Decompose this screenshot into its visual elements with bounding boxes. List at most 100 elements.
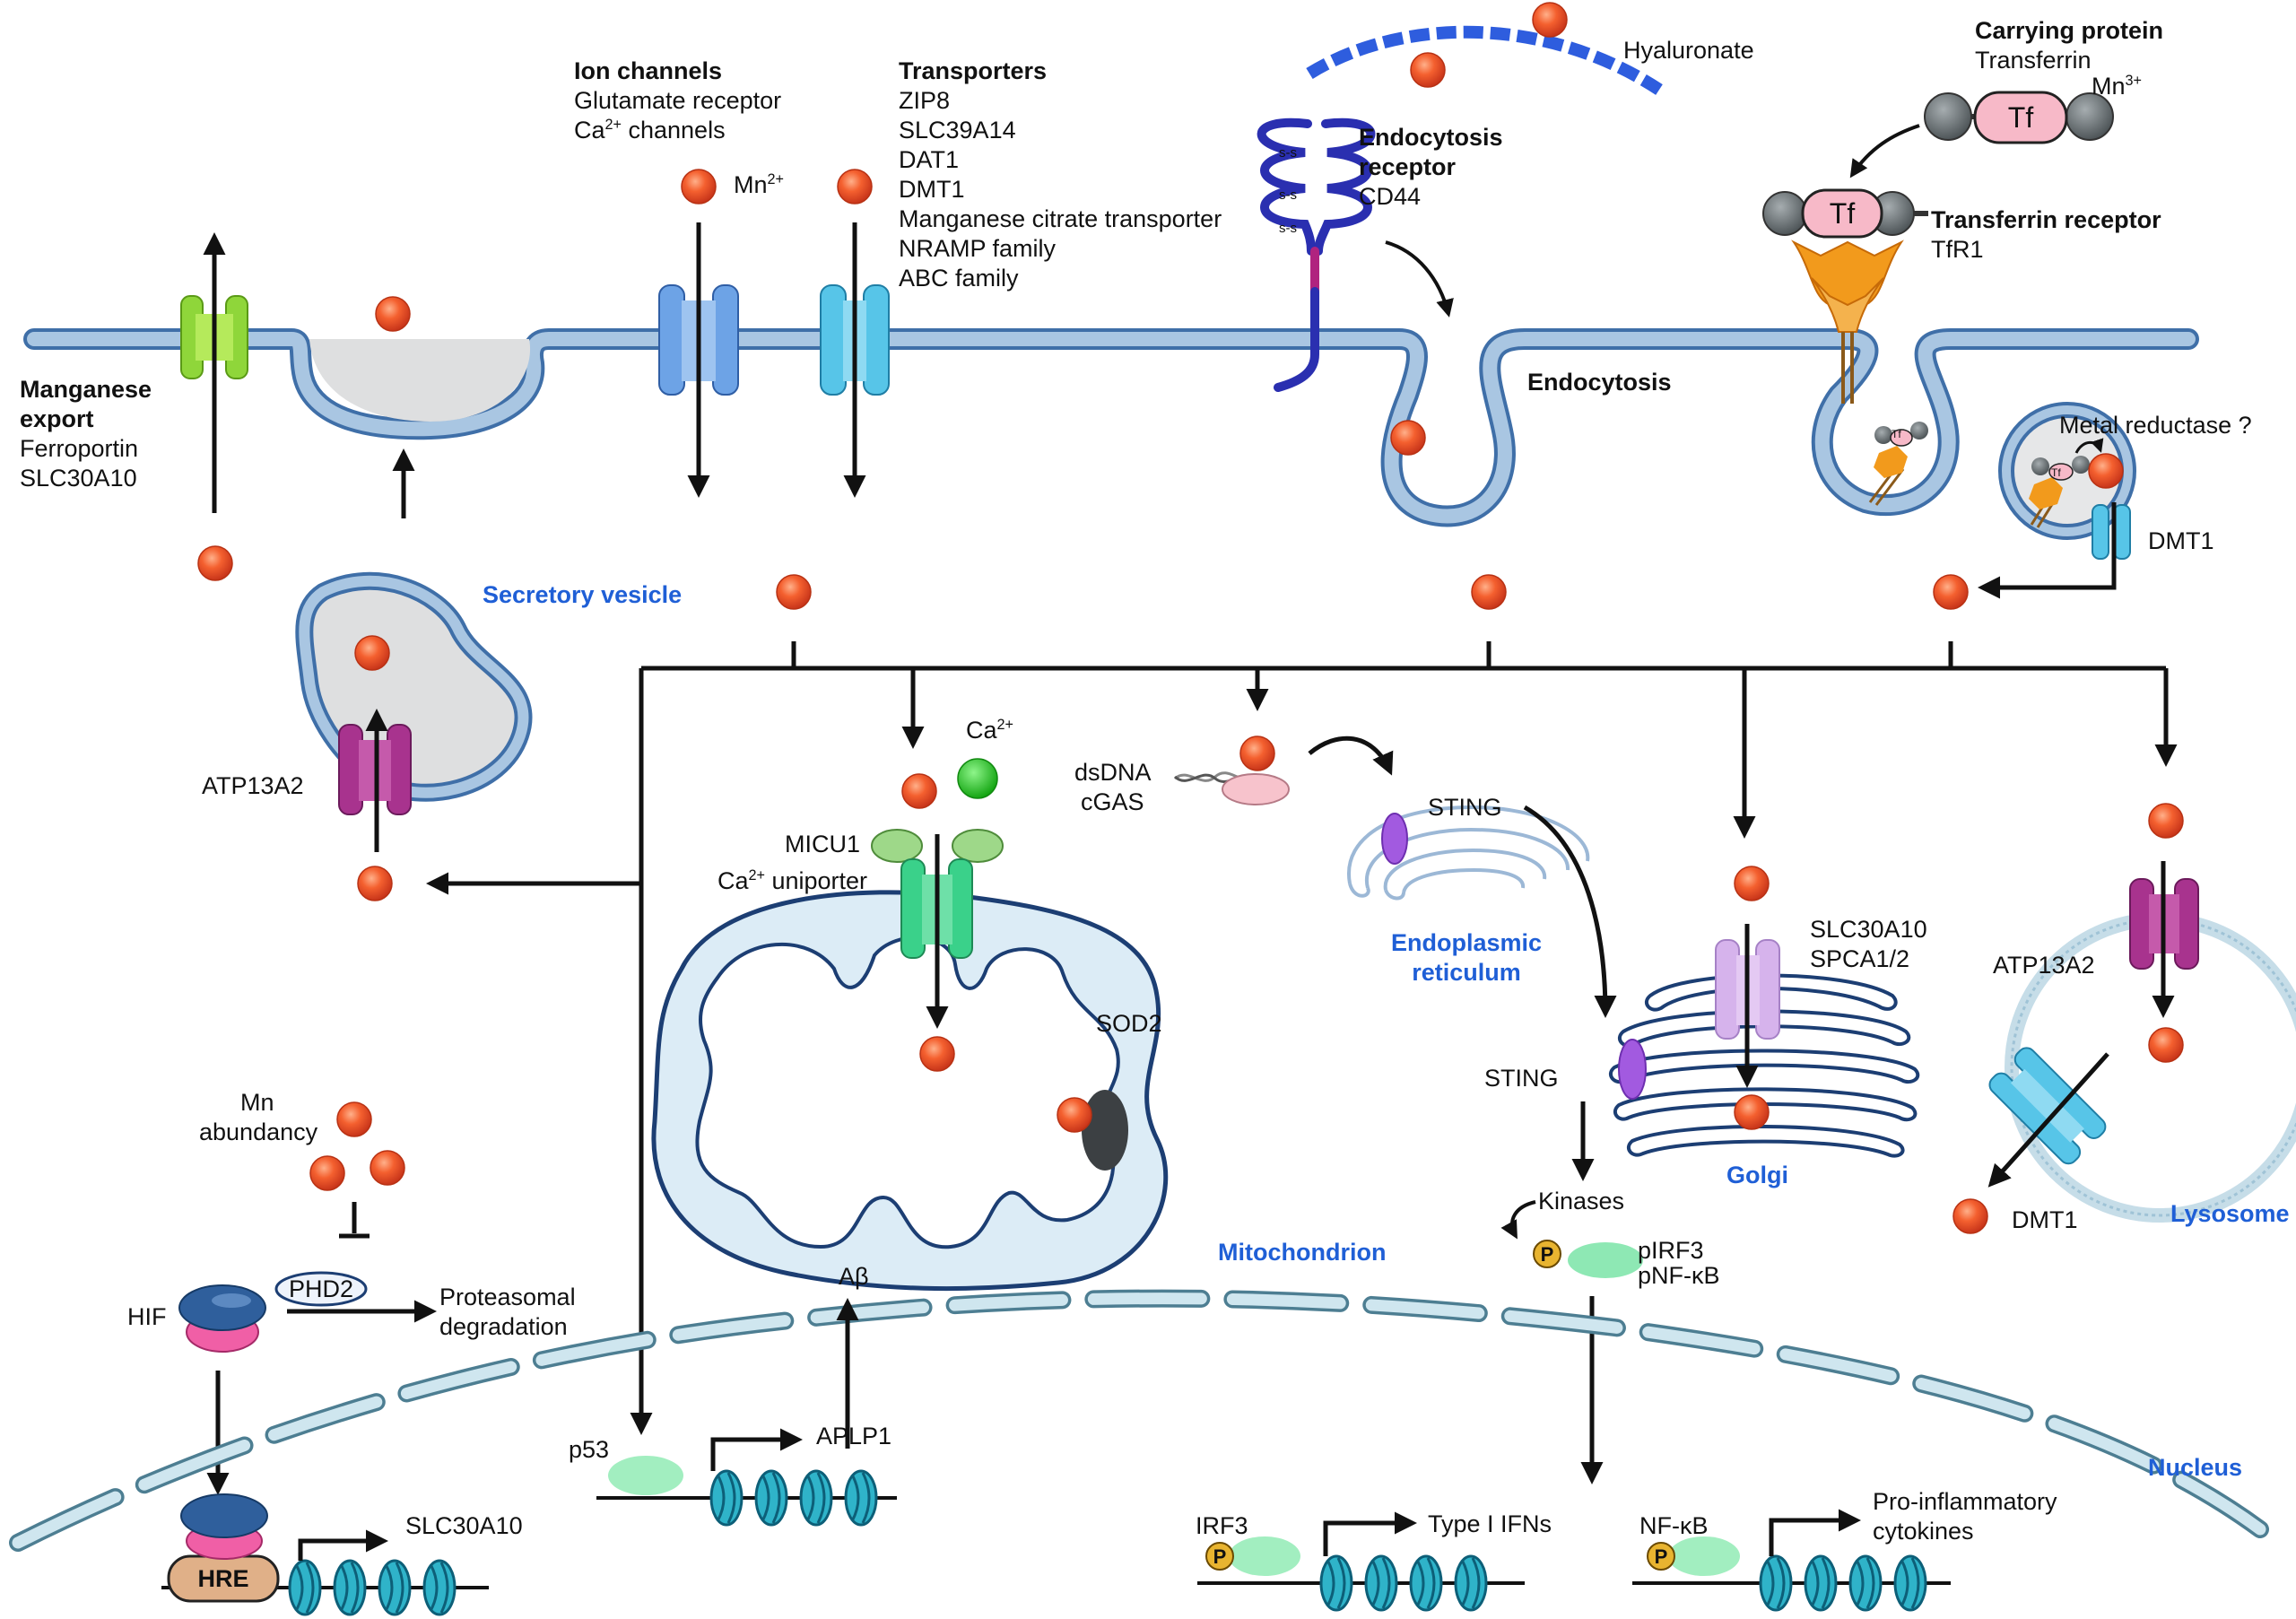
gene-slc30a10 [161, 1493, 489, 1616]
endocytic-transferrin [1868, 422, 1928, 506]
endosome [1998, 402, 2136, 540]
gene-type1-ifns [1197, 1511, 1525, 1612]
atp13a2-lysosome-label: ATP13A2 [1993, 952, 2095, 979]
hre-label: HRE [197, 1565, 249, 1592]
dsdna-cgas [1173, 771, 1290, 805]
mn-ion [336, 1101, 372, 1137]
aplp1-label: APLP1 [816, 1423, 892, 1449]
cd44-endocytosis-arrow [1385, 240, 1454, 318]
mn-ion [1057, 1097, 1092, 1133]
dsdna-label: dsDNA [1074, 759, 1152, 786]
mn-ion [1471, 574, 1507, 610]
ion-channels-glutamate: Glutamate receptor [574, 87, 782, 114]
proinflammatory-label-1: Pro-inflammatory [1873, 1488, 2057, 1515]
ferroportin-label: Ferroportin [20, 435, 139, 462]
hyaluronate-label: Hyaluronate [1623, 37, 1754, 64]
ca2-ion-label: Ca2+ [966, 717, 1013, 744]
mn2-label: Mn2+ [734, 171, 784, 198]
disulfide-bond-label: s-s [1279, 145, 1297, 161]
endocytosis-receptor-label-2: receptor [1359, 153, 1457, 180]
sting-translocation-arrow [1523, 805, 1617, 1018]
lysosome-export-arrow [1987, 1052, 2109, 1188]
sting-golgi-protein [1618, 1039, 1647, 1100]
golgi-label: Golgi [1726, 1162, 1788, 1188]
disulfide-bond-label: s-s [1279, 221, 1297, 236]
transferrin-receptor-label: Transferrin receptor [1931, 206, 2161, 233]
phd2-label: PHD2 [288, 1275, 354, 1302]
atp13a2-vesicle-label: ATP13A2 [202, 772, 304, 799]
mn-ion [197, 545, 233, 581]
cd44-receptor [1257, 118, 1376, 392]
tf-label: Tf [2007, 101, 2034, 134]
transporters-title: Transporters [899, 57, 1048, 84]
sting-er-label: STING [1428, 794, 1502, 821]
transferrin-complex [1924, 91, 2114, 144]
mn-ion [681, 169, 717, 205]
tf-endosome-label: Tf [2051, 466, 2061, 479]
mn-ion [357, 866, 393, 901]
pnfkb-label: pNF-κB [1638, 1262, 1720, 1289]
mn-ion [375, 296, 411, 332]
sting-er-protein [1381, 813, 1408, 865]
manganese-export-label-1: Manganese [20, 376, 152, 403]
mn3-label: Mn3+ [2092, 73, 2142, 100]
mn-ion [370, 1150, 405, 1186]
mn-ion [2088, 453, 2124, 489]
mitochondrion-label: Mitochondrion [1218, 1239, 1387, 1266]
phd2-enzyme [274, 1271, 368, 1307]
transporter-item: Manganese citrate transporter [899, 205, 1222, 232]
dmt1-release-arrow [1978, 502, 2117, 599]
pirf3-protein [1568, 1242, 1643, 1278]
transporter-item: ABC family [899, 265, 1019, 292]
hyaluronate-chain [1306, 25, 1663, 95]
mn-ion [1410, 52, 1446, 88]
mn-ion [1952, 1198, 1988, 1234]
distribution-network [426, 641, 2178, 1435]
slc30a10-export-label: SLC30A10 [20, 465, 137, 492]
abeta-label: Aβ [839, 1263, 869, 1290]
endocytosis-label: Endocytosis [1527, 369, 1672, 396]
p53-protein [608, 1456, 683, 1495]
ca-uniporter-label: Ca2+ uniporter [718, 867, 868, 894]
dmt1-lysosome-label: DMT1 [2012, 1206, 2078, 1233]
slc30a10-gene-label: SLC30A10 [405, 1512, 523, 1539]
cgas-label: cGAS [1081, 788, 1144, 815]
secretory-vesicle [295, 571, 533, 802]
mn-ion [1239, 736, 1275, 771]
mn-ion [2148, 1027, 2184, 1063]
p-badge-label: P [1654, 1545, 1668, 1568]
transporter-item: DAT1 [899, 146, 960, 173]
er-label-2: reticulum [1412, 959, 1521, 986]
proteasomal-label-2: degradation [439, 1313, 568, 1340]
p-badge-label: P [1213, 1545, 1227, 1568]
mn-ion [2148, 803, 2184, 839]
mitochondrion [651, 890, 1169, 1292]
lysosome-label: Lysosome [2170, 1200, 2290, 1227]
nucleus-label: Nucleus [2148, 1454, 2243, 1481]
transporter-item: SLC39A14 [899, 117, 1016, 144]
sting-golgi-label: STING [1484, 1065, 1559, 1092]
endocytosis-receptor-label-1: Endocytosis [1359, 124, 1503, 151]
mn-abundancy-label-1: Mn [240, 1089, 274, 1116]
calcium-ion [957, 758, 998, 799]
mn-ion [776, 574, 812, 610]
transporter-channel [820, 284, 890, 396]
nuclear-envelope [9, 1289, 2269, 1552]
plasma-membrane [23, 328, 2199, 527]
cgas-sting-arrow [1308, 736, 1394, 776]
disulfide-bond-label: s-s [1279, 187, 1297, 203]
mn-ion [1734, 866, 1770, 901]
transferrin-binding-arrow [1849, 124, 1920, 178]
mn-abundancy-label-2: abundancy [199, 1119, 318, 1145]
micu1-label: MICU1 [785, 831, 861, 857]
transporter-item: ZIP8 [899, 87, 951, 114]
p53-label: p53 [569, 1436, 610, 1463]
tf-receptor-bound-label: Tf [1829, 197, 1856, 230]
slc30a10-golgi-label: SLC30A10 [1810, 916, 1927, 943]
er-label-1: Endoplasmic [1390, 929, 1543, 956]
tfr1-label: TfR1 [1931, 236, 1984, 263]
mn-ion [1933, 574, 1969, 610]
tf-endocytic-label: Tf [1892, 428, 1901, 440]
proteasomal-label-1: Proteasomal [439, 1284, 576, 1310]
